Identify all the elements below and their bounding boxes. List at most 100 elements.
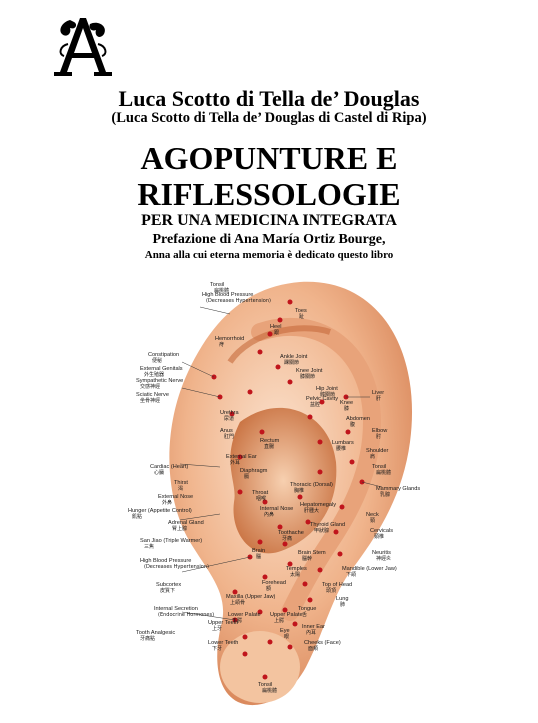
ear-label-cn: 交感神經 <box>140 383 160 390</box>
ear-label-en: Cheeks (Face) <box>304 640 341 646</box>
point-toothache <box>277 524 283 530</box>
ear-label-cn: 肝腫大 <box>304 507 319 514</box>
point-thyroid <box>305 519 311 525</box>
ear-concha <box>230 407 337 554</box>
point-top-of-head <box>302 581 308 587</box>
ear-label-cn: 膈 <box>244 474 249 480</box>
ear-label-cn: 肘 <box>376 433 381 440</box>
point-brain <box>257 539 263 545</box>
point-lung <box>232 589 238 595</box>
point-pelvic <box>247 389 253 395</box>
ear-label-en: Diaphragm <box>240 468 268 474</box>
point-tongue <box>282 607 288 613</box>
ear-label-en: Thoracic (Dorsal) <box>290 482 333 488</box>
point-inner-ear <box>292 621 298 627</box>
ear-label-cn: 眼 <box>284 634 289 640</box>
ear-label-en: Inner Ear <box>302 624 325 630</box>
ear-label-cn: 肩 <box>370 453 375 460</box>
ear-label-cn: 頸椎 <box>374 533 384 540</box>
ear-label-en: Liver <box>372 390 384 396</box>
point-rectum <box>259 429 265 435</box>
ear-label-cn: 肝 <box>376 396 381 402</box>
point-knee <box>319 399 325 405</box>
ear-label-en: Knee Joint <box>296 368 323 374</box>
point-lumbars <box>317 439 323 445</box>
ear-label-cn: 腦 <box>256 553 261 560</box>
ear-label-cn: 肺 <box>340 602 345 608</box>
ear-label-en: Brain <box>252 548 265 554</box>
ear-label-en: Upper Teeth <box>208 620 238 626</box>
ear-label-en: Pelvic Cavity <box>306 396 338 402</box>
ear-label-cn: 咽喉 <box>256 495 266 502</box>
ear-label-en: Lung <box>336 596 348 602</box>
ear-label-cn: 腹 <box>350 421 355 428</box>
point-lower-teeth <box>242 651 248 657</box>
ear-label-cn: 扁桃體 <box>262 687 277 694</box>
ear-label-en: Ankle Joint <box>280 354 308 360</box>
ear-label-en: Abdomen <box>346 416 370 422</box>
ear-label-cn: 肛門 <box>224 434 234 440</box>
ear-label-cn: 扁桃體 <box>214 287 229 294</box>
book-subtitle: PER UNA MEDICINA INTEGRATA <box>141 212 397 229</box>
book-title-line-1: AGOPUNTURE E <box>140 140 398 176</box>
ear-label-en: Brain Stem <box>298 550 326 556</box>
ear-label-en: Tongue <box>298 606 316 612</box>
ear-label-en: Sympathetic Nerve <box>136 378 183 384</box>
point-elbow <box>345 429 351 435</box>
ear-label-en: Mandible (Lower Jaw) <box>342 566 397 572</box>
ear-label-en: Hemorrhoid <box>215 336 244 342</box>
ear-label-en: Eye <box>280 628 290 634</box>
ear-label-en: External Genitals <box>140 366 183 372</box>
ear-label-en: Subcortex <box>156 582 181 588</box>
ear-label-cn: 踝關節 <box>284 359 299 366</box>
point-ankle <box>257 349 263 355</box>
ear-label-cn: 乳腺 <box>380 491 390 498</box>
ear-label-en: Thirst <box>174 480 188 486</box>
point-toes <box>277 317 283 323</box>
point-thoracic <box>317 469 323 475</box>
ear-label-cn: 腰椎 <box>336 445 346 452</box>
ear-label-cn: 上腭 <box>274 617 284 624</box>
ear-label-cn: 太陽 <box>290 571 300 578</box>
ear-label-cn: 外耳 <box>230 459 240 466</box>
point-urethra <box>229 411 235 417</box>
point-maxilla <box>307 597 313 603</box>
ear-label-en: Knee <box>340 400 353 406</box>
ear-label-cn: 髖關節 <box>320 391 335 398</box>
ear-label-cn: 腦幹 <box>302 555 312 562</box>
ear-label-cn: 直腸 <box>264 443 274 450</box>
point-hip-joint <box>287 379 293 385</box>
point-upper-palate <box>257 609 263 615</box>
ear-label-en: Lower Teeth <box>208 640 238 646</box>
preface-credit: Prefazione di Ana María Ortiz Bourge, <box>152 232 386 247</box>
author-name: Luca Scotto di Tella de’ Douglas <box>118 86 420 111</box>
ear-label-en: Forehead <box>262 580 286 586</box>
ear-label-cn: 膝 <box>344 405 349 412</box>
ear-label-en: Adrenal Gland <box>168 520 204 526</box>
point-tonsil-top <box>287 299 293 305</box>
point-cervicals <box>333 529 339 535</box>
ear-label-cn: 飢點 <box>132 513 142 520</box>
ear-label-cn: 跟 <box>274 330 279 336</box>
ear-label-en: High Blood Pressure <box>140 558 191 564</box>
ear-label-en: Internal Secretion <box>154 606 198 612</box>
ear-label-en: Top of Head <box>322 582 352 588</box>
ear-label-cn: 外鼻 <box>162 499 172 506</box>
ear-label-cn: 渴 <box>178 485 183 492</box>
ear-label-en: High Blood Pressure <box>202 292 253 298</box>
ear-label-en: Tonsil <box>372 464 386 470</box>
point-hepatomegaly <box>297 494 303 500</box>
point-neck <box>339 504 345 510</box>
point-temples <box>287 561 293 567</box>
ear-label-en: Cardiac (Heart) <box>150 464 188 470</box>
ear-label-en: Rectum <box>260 438 280 444</box>
ear-label-cn: 頭頂 <box>326 588 336 594</box>
dedication: Anna alla cui eterna memoria è dedicato … <box>144 249 394 261</box>
ear-label-en: Cervicals <box>370 528 393 534</box>
ear-label-cn: 盆腔 <box>310 401 320 408</box>
ear-label-en: Thyroid Gland <box>310 522 345 528</box>
point-tonsil-lobe <box>262 674 268 680</box>
ear-label-cn: 趾 <box>299 313 304 320</box>
ear-label-cn: 頸 <box>370 518 375 524</box>
ear-label-cn: 腎上腺 <box>172 525 187 532</box>
